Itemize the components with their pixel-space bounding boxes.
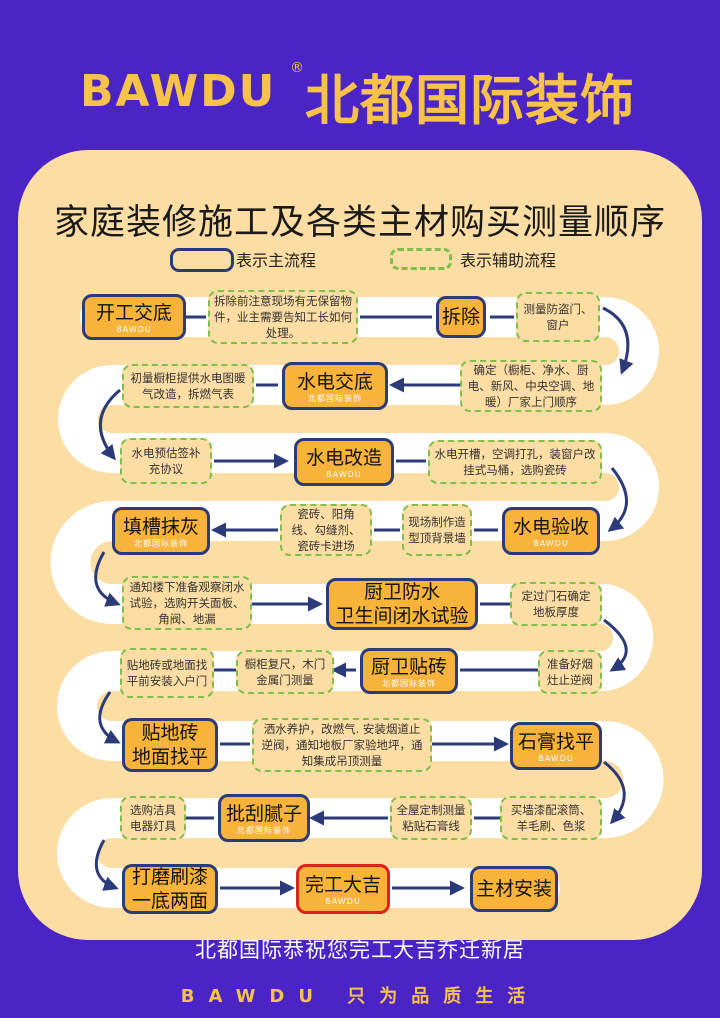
turn-arrow — [602, 306, 634, 375]
aux-note: 现场制作造型顶背景墙 — [402, 504, 472, 556]
step-label-line1: 厨卫防水 — [363, 581, 440, 603]
aux-note: 水电预估签补充协议 — [120, 438, 212, 484]
legend-main-label: 表示主流程 — [236, 251, 317, 270]
step-watermark: 北都国际装饰 — [134, 538, 188, 548]
turn-arrow — [607, 467, 628, 532]
step-watermark: BAWDU — [538, 753, 574, 763]
step-watermark: BAWDU — [326, 469, 362, 479]
step-gypsum-leveling: 石膏找平 BAWDU — [510, 722, 602, 770]
congratulations-line: 北都国际恭祝您完工大吉乔迁新居 — [195, 938, 525, 962]
step-waterproofing: 厨卫防水 卫生间闭水试验 — [326, 578, 478, 630]
step-kickoff: 开工交底 BAWDU — [82, 294, 186, 340]
step-label: 水电改造 — [305, 446, 382, 469]
aux-note: 测量防盗门、窗户 — [516, 292, 600, 342]
aux-note: 全屋定制测量粘贴石膏线 — [390, 796, 472, 840]
step-label: 填槽抹灰 — [122, 515, 199, 538]
step-putty: 批刮腻子 北都国际装饰 — [218, 794, 310, 842]
step-label: 完工大吉 — [304, 873, 381, 896]
turn-arrow — [98, 691, 121, 744]
legend-aux-swatch — [390, 248, 452, 270]
page-title: 家庭装修施工及各类主材购买测量顺序 — [53, 203, 666, 243]
aux-note: 确定（橱柜、净水、厨电、新风、中央空调、地暖）厂家上门顺序 — [460, 360, 602, 412]
step-plumbing-briefing: 水电交底 北都国际装饰 — [282, 362, 388, 410]
turn-arrow — [603, 618, 628, 672]
legend-main-swatch — [170, 248, 234, 272]
step-label-line1: 贴地砖 — [141, 722, 199, 744]
step-plumbing-renovation: 水电改造 BAWDU — [294, 438, 394, 486]
aux-note: 定过门石确定地板厚度 — [510, 582, 602, 626]
aux-note: 水电开槽，空调打孔，装窗户改挂式马桶，选购瓷砖 — [428, 440, 602, 484]
step-watermark: BAWDU — [325, 896, 361, 906]
aux-note: 选购洁具电器灯具 — [120, 796, 186, 840]
turn-arrow — [99, 388, 121, 461]
aux-note: 洒水养护，改燃气. 安装烟道止逆阀，通知地板厂家验地坪，通知集成吊顶测量 — [252, 718, 432, 772]
step-label-line2: 地面找平 — [131, 746, 208, 768]
turn-arrow — [94, 839, 119, 891]
registered-mark: ® — [290, 60, 304, 76]
aux-note: 贴地砖或地面找平前安装入户门 — [120, 648, 214, 698]
step-label: 开工交底 — [95, 301, 172, 324]
step-sanding-painting: 打磨刷漆 一底两面 — [122, 864, 218, 914]
brand-latin-logo: BAWDU — [80, 66, 277, 117]
step-label: 主材安装 — [475, 878, 552, 900]
aux-note: 准备好烟灶止逆阀 — [538, 650, 602, 694]
step-watermark: 北都国际装饰 — [382, 678, 436, 688]
aux-note: 瓷砖、阳角线、勾缝剂、瓷砖卡进场 — [280, 504, 372, 556]
step-label: 批刮腻子 — [225, 802, 302, 825]
step-label: 厨卫贴砖 — [370, 655, 447, 678]
step-label: 石膏找平 — [517, 730, 594, 753]
aux-note: 买墙漆配滚筒、羊毛刷、色浆 — [500, 796, 602, 840]
aux-note: 拆除前注意现场有无保留物件，业主需要告知工长如何处理。 — [208, 290, 358, 344]
brand-slogan: BAWDU 只为品质生活 — [180, 986, 540, 1007]
step-watermark: 北都国际装饰 — [237, 825, 291, 835]
step-plumbing-inspection: 水电验收 BAWDU — [502, 507, 600, 555]
step-demolition: 拆除 — [436, 296, 486, 338]
step-label: 水电交底 — [296, 370, 373, 393]
step-label-line2: 一底两面 — [131, 890, 208, 912]
step-completion: 完工大吉 BAWDU — [296, 864, 390, 914]
step-label-line1: 打磨刷漆 — [131, 866, 208, 888]
step-floor-tiling: 贴地砖 地面找平 — [122, 718, 218, 772]
aux-note: 通知楼下准备观察闭水试验，选购开关面板、角阀、地漏 — [122, 576, 252, 630]
step-fill-plaster: 填槽抹灰 北都国际装饰 — [112, 507, 210, 555]
aux-note: 初量橱柜提供水电图暖气改造，拆燃气表 — [122, 364, 254, 408]
turn-arrow — [603, 760, 626, 825]
brand-chinese-logo: 北都国际装饰 — [305, 69, 635, 132]
step-label-line2: 卫生间闭水试验 — [335, 605, 469, 627]
step-label: 拆除 — [441, 306, 480, 328]
step-kitchen-bath-tiling: 厨卫贴砖 北都国际装饰 — [360, 648, 458, 694]
aux-note: 橱柜复尺，木门金属门测量 — [236, 650, 334, 694]
legend-aux-label: 表示辅助流程 — [460, 251, 557, 270]
step-watermark: 北都国际装饰 — [308, 393, 362, 403]
step-material-installation: 主材安装 — [470, 866, 558, 912]
step-watermark: BAWDU — [116, 324, 152, 334]
step-label: 水电验收 — [512, 515, 589, 538]
turn-arrow — [94, 551, 121, 607]
flow-arrows — [94, 306, 634, 896]
step-watermark: BAWDU — [533, 538, 569, 548]
